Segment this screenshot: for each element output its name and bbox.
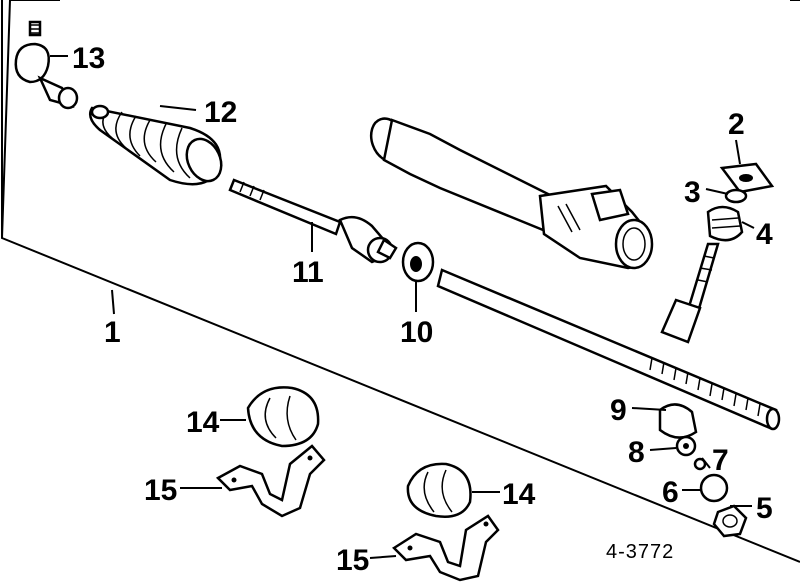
callout-10: 10 [400, 316, 433, 349]
steering-gear-housing [369, 117, 654, 270]
callout-15-lower: 15 [336, 544, 369, 577]
callout-12: 12 [204, 96, 237, 129]
outer-tie-rod-end [14, 20, 79, 110]
diagram-reference-code: 4-3772 [606, 541, 674, 563]
yoke-plug-small [693, 457, 707, 471]
callout-5: 5 [756, 492, 773, 525]
pinion-seal-plate [719, 162, 775, 194]
pinion-bearing-cap [706, 205, 744, 242]
steering-rack [436, 268, 781, 431]
pinion-seal-ring [724, 188, 748, 204]
leader-lines [50, 55, 755, 559]
callout-11: 11 [292, 256, 324, 289]
callout-8: 8 [628, 436, 645, 469]
pinion-shaft [660, 242, 720, 344]
callout-4: 4 [756, 218, 773, 251]
callout-14-lower: 14 [502, 478, 536, 511]
callout-13: 13 [72, 42, 105, 75]
mount-clamp-upper [215, 444, 326, 518]
rack-bellows-boot [89, 104, 223, 186]
washer [401, 241, 435, 283]
callout-2: 2 [728, 108, 745, 141]
callout-15-upper: 15 [144, 474, 177, 507]
callout-14-upper: 14 [186, 406, 220, 439]
callout-6: 6 [662, 476, 679, 509]
adjuster-lock-nut [712, 504, 748, 538]
inner-tie-rod [228, 178, 398, 264]
rack-yoke [658, 403, 698, 439]
assembly-boundary [0, 0, 800, 563]
mount-bushing-upper [246, 386, 320, 448]
mount-bushing-lower [406, 462, 472, 518]
callout-9: 9 [610, 394, 627, 427]
yoke-spring [675, 435, 697, 457]
mount-clamp-lower [392, 514, 500, 582]
callout-7: 7 [712, 444, 729, 477]
callout-3: 3 [684, 176, 701, 209]
yoke-adjuster-plug [699, 473, 729, 503]
callout-1: 1 [104, 316, 121, 349]
